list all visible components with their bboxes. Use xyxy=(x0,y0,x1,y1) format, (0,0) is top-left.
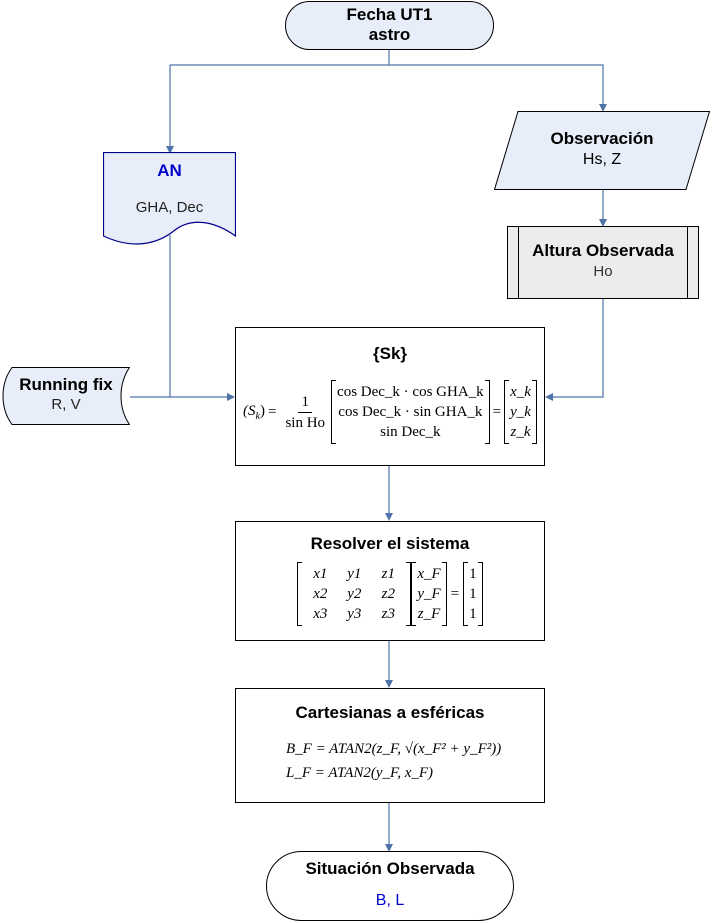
observed-altitude-process: Altura Observada Ho xyxy=(507,226,699,299)
start-title: Fecha UT1 xyxy=(346,5,433,24)
altitude-title: Altura Observada xyxy=(532,241,674,260)
coefficient-matrix: x1 y1 z1 x2 y2 z2 x3 y3 z3 xyxy=(297,562,412,626)
terminator-shape xyxy=(285,1,494,50)
stored-data-shape xyxy=(2,367,130,425)
connector-to-almanac xyxy=(170,64,389,152)
end-title: Situación Observada xyxy=(305,859,475,878)
sk-lhs: (S xyxy=(243,402,256,419)
connector-altitude-to-sk xyxy=(545,299,604,401)
end-terminator: Situación Observada B, L xyxy=(266,851,514,921)
latitude-formula: B_F = ATAN2(z_F, √(x_F² + y_F²)) xyxy=(286,741,502,757)
unknown-vector: x_F y_F z_F xyxy=(411,562,448,626)
connector-to-observation xyxy=(389,64,607,112)
cart-title: Cartesianas a esféricas xyxy=(295,703,485,722)
sk-title: {Sk} xyxy=(372,344,408,363)
solve-formula: x1 y1 z1 x2 y2 z2 x3 y3 z3 x_F y_F z_F =… xyxy=(236,562,544,626)
sk-fraction: 1 sin Ho xyxy=(285,393,326,431)
cartesian-to-spherical-process: Cartesianas a esféricas B_F = ATAN2(z_F,… xyxy=(235,688,545,803)
solve-system-process: Resolver el sistema x1 y1 z1 x2 y2 z2 x3… xyxy=(235,521,545,641)
sk-vector: cos Dec_k · cos GHA_k cos Dec_k · sin GH… xyxy=(331,380,490,444)
running-fix-subtitle: R, V xyxy=(51,396,81,413)
almanac-document: AN GHA, Dec xyxy=(103,152,236,252)
cart-formula: B_F = ATAN2(z_F, √(x_F² + y_F²)) L_F = A… xyxy=(286,737,544,785)
start-terminator: Fecha UT1 astro xyxy=(285,1,494,50)
running-fix-stored-data: Running fix R, V xyxy=(0,367,130,425)
running-fix-title: Running fix xyxy=(19,375,113,394)
longitude-formula: L_F = ATAN2(y_F, x_F) xyxy=(286,765,434,781)
observation-data: Observación Hs, Z xyxy=(494,111,710,190)
almanac-title: AN xyxy=(157,161,182,180)
document-shape xyxy=(103,152,236,245)
almanac-subtitle: GHA, Dec xyxy=(135,199,204,216)
end-subtitle: B, L xyxy=(375,892,405,909)
sk-formula: (Sk) = 1 sin Ho cos Dec_k · cos GHA_k co… xyxy=(236,380,544,444)
ones-vector: 1 1 1 xyxy=(463,562,483,626)
observation-subtitle: Hs, Z xyxy=(582,151,622,168)
terminator-shape xyxy=(266,851,514,921)
altitude-subtitle: Ho xyxy=(593,263,613,280)
data-shape xyxy=(494,111,710,190)
sk-result-vector: x_k y_k z_k xyxy=(504,380,537,444)
sk-process: {Sk} (Sk) = 1 sin Ho cos Dec_k · cos GHA… xyxy=(235,327,545,466)
start-subtitle: astro xyxy=(368,25,411,44)
predefined-process-shape xyxy=(507,226,699,299)
solve-title: Resolver el sistema xyxy=(310,534,470,553)
observation-title: Observación xyxy=(550,129,654,148)
